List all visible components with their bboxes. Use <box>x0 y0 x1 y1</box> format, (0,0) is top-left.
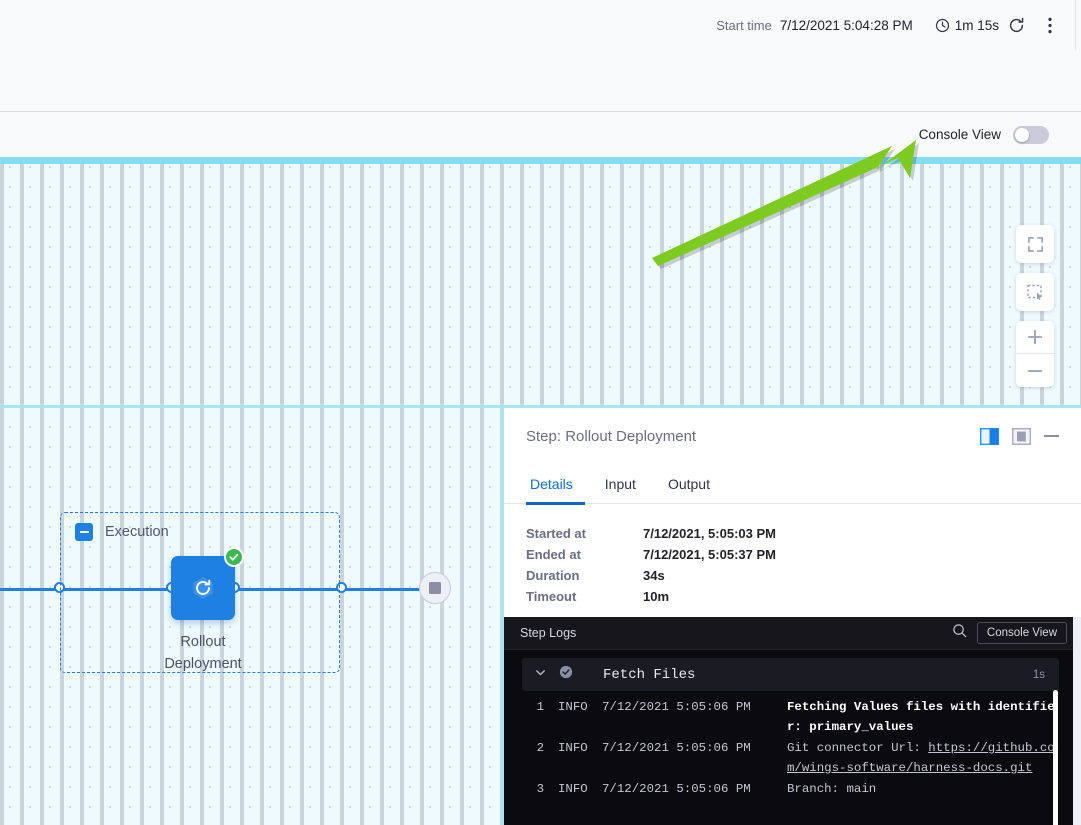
step-panel-actions <box>980 427 1059 445</box>
minus-square-icon[interactable] <box>75 523 93 541</box>
top-bar-divider <box>1075 0 1076 50</box>
pipeline-graph: Execution Rollout Deployment <box>0 408 501 825</box>
canvas-top-highlight <box>0 157 1081 164</box>
detail-key: Started at <box>526 526 586 541</box>
clock-icon <box>935 18 949 32</box>
canvas-horizontal-divider <box>0 405 1081 408</box>
tab-output[interactable]: Output <box>667 476 710 492</box>
log-line: 3 INFO 7/12/2021 5:05:06 PM Branch: main <box>522 779 1059 799</box>
zoom-out-icon[interactable] <box>1016 354 1054 387</box>
selection-tool-icon[interactable] <box>1016 273 1054 311</box>
console-view-label: Console View <box>918 127 1001 142</box>
detail-value: 34s <box>643 568 665 583</box>
tab-details[interactable]: Details <box>526 476 589 505</box>
step-label-line1: Rollout <box>180 634 226 650</box>
log-line-message: Branch: main <box>787 782 877 796</box>
step-logs-title: Step Logs <box>520 626 577 640</box>
top-bar-meta: Start time 7/12/2021 5:04:28 PM 1m 15s <box>716 0 1081 50</box>
search-icon[interactable] <box>952 623 967 643</box>
panel-bottom-icon[interactable] <box>1012 427 1031 445</box>
execution-group[interactable]: Execution <box>60 512 340 673</box>
step-node-label: Rollout Deployment <box>133 631 273 675</box>
log-line-timestamp: 7/12/2021 5:05:06 PM <box>602 782 751 796</box>
connector-dot-end <box>336 582 347 593</box>
canvas-vertical-divider <box>501 408 504 825</box>
step-logs-panel: Step Logs Console View <box>504 617 1081 825</box>
duration-value: 1m 15s <box>954 17 999 33</box>
log-message-link[interactable]: https://github.com/wings-software/harnes… <box>787 741 1055 775</box>
zoom-in-icon[interactable] <box>1016 321 1054 354</box>
log-line-severity: INFO <box>558 782 588 796</box>
detail-value: 7/12/2021, 5:05:03 PM <box>643 526 776 541</box>
detail-row-duration: Duration 34s <box>526 568 1059 583</box>
log-line: 2 INFO 7/12/2021 5:05:06 PM Git connecto… <box>522 738 1059 778</box>
log-line-message: Git connector Url: https://github.com/wi… <box>787 738 1059 778</box>
detail-value: 7/12/2021, 5:05:37 PM <box>643 547 776 562</box>
zoom-controls <box>1016 321 1054 387</box>
detail-row-timeout: Timeout 10m <box>526 589 1059 604</box>
duration-group: 1m 15s <box>935 18 999 33</box>
log-message-text: Git connector Url: <box>787 741 929 755</box>
log-line-number: 1 <box>536 700 544 714</box>
fit-to-screen-icon[interactable] <box>1016 225 1054 263</box>
log-line-timestamp: 7/12/2021 5:05:06 PM <box>602 741 751 755</box>
top-bar: Start time 7/12/2021 5:04:28 PM 1m 15s <box>0 0 1081 112</box>
log-line-severity: INFO <box>558 741 588 755</box>
detail-value: 10m <box>643 589 670 604</box>
step-details-list: Started at 7/12/2021, 5:05:03 PM Ended a… <box>504 504 1081 610</box>
start-time-label: Start time <box>716 17 772 33</box>
more-vertical-icon[interactable] <box>1033 8 1067 42</box>
stop-square-icon[interactable] <box>419 572 451 604</box>
log-line-severity: INFO <box>558 700 588 714</box>
step-panel-tabs: Details Input Output <box>504 464 1081 505</box>
connector-dot-start <box>54 582 65 593</box>
log-section-title: Fetch Files <box>603 666 696 683</box>
log-section-fetch-files[interactable]: Fetch Files 1s <box>522 658 1059 691</box>
step-node-rollout-deployment[interactable] <box>171 547 244 620</box>
log-line-message: Fetching Values files with identifier: p… <box>787 700 1055 734</box>
toggle-knob <box>1015 127 1029 142</box>
console-view-row: Console View <box>0 112 1081 157</box>
minimize-icon[interactable] <box>1044 434 1059 438</box>
log-line-list: 1 INFO 7/12/2021 5:05:06 PM Fetching Val… <box>504 691 1081 799</box>
step-logs-body[interactable]: Fetch Files 1s 1 INFO 7/12/2021 5:05:06 … <box>504 650 1081 825</box>
logs-console-view-button[interactable]: Console View <box>976 622 1067 644</box>
panel-right-icon[interactable] <box>980 427 999 445</box>
check-circle-icon <box>224 547 244 567</box>
step-panel-header: Step: Rollout Deployment <box>504 408 1081 464</box>
detail-row-started-at: Started at 7/12/2021, 5:05:03 PM <box>526 526 1059 541</box>
logs-right-edge-strip <box>1073 617 1081 825</box>
console-view-toggle[interactable] <box>1013 125 1049 144</box>
log-line-number: 2 <box>536 741 544 755</box>
detail-key: Duration <box>526 568 580 583</box>
check-circle-icon <box>559 665 573 684</box>
step-label-line2: Deployment <box>164 656 242 672</box>
chevron-down-icon[interactable] <box>534 666 547 684</box>
detail-row-ended-at: Ended at 7/12/2021, 5:05:37 PM <box>526 547 1059 562</box>
refresh-icon[interactable] <box>999 8 1033 42</box>
log-line-timestamp: 7/12/2021 5:05:06 PM <box>602 700 751 714</box>
step-panel-title: Step: Rollout Deployment <box>526 427 697 445</box>
step-logs-header: Step Logs Console View <box>504 617 1081 650</box>
start-time-value: 7/12/2021 5:04:28 PM <box>779 17 913 33</box>
log-scrollbar-thumb[interactable] <box>1053 690 1058 825</box>
execution-group-title: Execution <box>105 524 169 540</box>
log-line-number: 3 <box>536 782 544 796</box>
log-section-duration: 1s <box>1032 668 1045 681</box>
detail-key: Ended at <box>526 547 581 562</box>
execution-group-header: Execution <box>75 523 169 541</box>
rollout-refresh-icon <box>193 577 213 599</box>
canvas-controls <box>1016 225 1054 387</box>
tab-input[interactable]: Input <box>604 476 636 492</box>
detail-key: Timeout <box>526 589 577 604</box>
log-line: 1 INFO 7/12/2021 5:05:06 PM Fetching Val… <box>522 697 1059 737</box>
